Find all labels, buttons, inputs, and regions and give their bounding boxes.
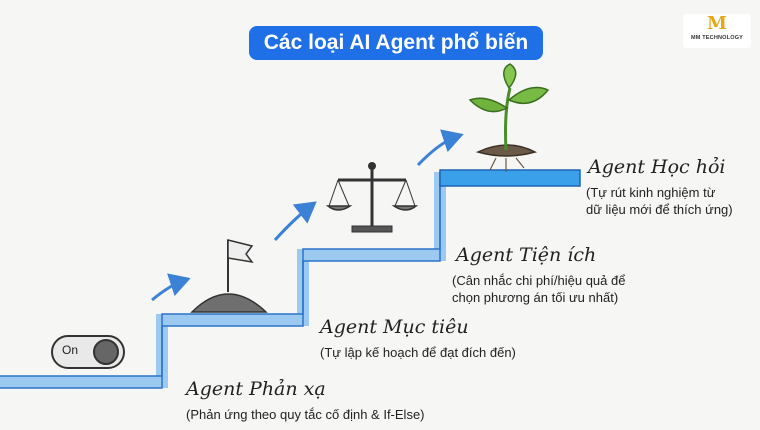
step-desc-utility-line-2: chọn phương án tối ưu nhất) bbox=[452, 290, 619, 305]
step-label-utility: Agent Tiện ích bbox=[456, 244, 597, 266]
step-desc-learning: (Tự rút kinh nghiệm từ dữ liệu mới để th… bbox=[586, 184, 733, 218]
company-logo: M MM TECHNOLOGY bbox=[683, 14, 751, 48]
step-label-reflex: Agent Phản xạ bbox=[186, 378, 326, 400]
switch-label: On bbox=[62, 343, 79, 357]
sprout-icon bbox=[468, 63, 550, 172]
flag-icon bbox=[190, 239, 268, 313]
step-desc-learning-line-2: dữ liệu mới để thích ứng) bbox=[586, 202, 733, 217]
arrow-1 bbox=[151, 273, 191, 302]
step-desc-reflex: (Phản ứng theo quy tắc cố định & If-Else… bbox=[186, 407, 425, 422]
on-switch-icon bbox=[51, 335, 125, 369]
top-step bbox=[439, 169, 581, 187]
logo-mark: M bbox=[707, 13, 727, 34]
step-desc-learning-line-1: (Tự rút kinh nghiệm từ bbox=[586, 185, 716, 200]
step-desc-goal: (Tự lập kế hoạch để đạt đích đến) bbox=[320, 345, 516, 360]
step-label-goal: Agent Mục tiêu bbox=[320, 316, 469, 338]
logo-text: MM TECHNOLOGY bbox=[690, 35, 744, 41]
arrow-2 bbox=[273, 201, 317, 242]
arrow-3 bbox=[416, 129, 464, 167]
scales-icon bbox=[325, 162, 419, 233]
step-label-learning: Agent Học hỏi bbox=[588, 156, 726, 178]
step-desc-utility-line-1: (Cân nhắc chi phí/hiệu quả để bbox=[452, 273, 626, 288]
page-title: Các loại AI Agent phổ biến bbox=[249, 26, 543, 60]
step-desc-utility: (Cân nhắc chi phí/hiệu quả để chọn phươn… bbox=[452, 272, 625, 306]
